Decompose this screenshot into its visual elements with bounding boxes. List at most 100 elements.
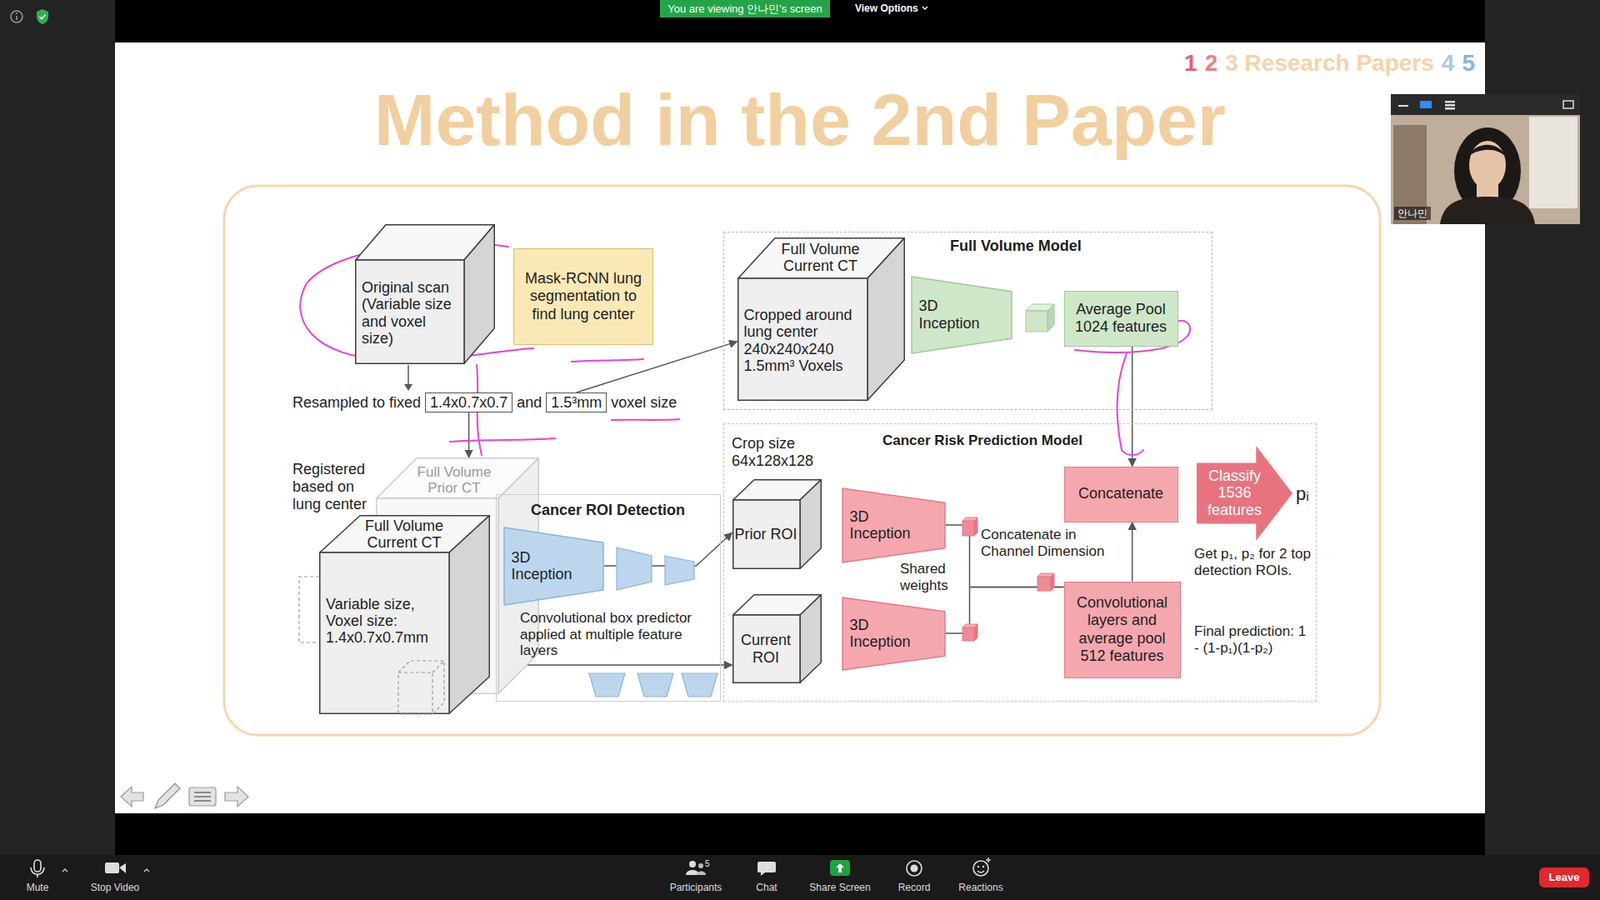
video-thumbnail <box>1390 94 1580 225</box>
toolbar-icons <box>119 863 126 874</box>
video-thumbnail <box>1390 94 1580 225</box>
model-group: Full Volume ModelFull Volume Current CTC… <box>723 231 1213 410</box>
node-label: 1.4x0.7x0.7 <box>430 394 508 411</box>
section-number: 2 <box>1205 50 1219 78</box>
label-anchor: 5 <box>705 859 710 870</box>
info-icon <box>10 10 23 23</box>
label-anchor: 안나민 <box>1394 206 1431 220</box>
node-label: Cancer Risk Prediction Model <box>882 432 1125 449</box>
cube-front <box>732 615 800 683</box>
process-box: Convolutional layers and average pool 51… <box>1064 581 1181 679</box>
roi-volume: Prior ROI <box>732 479 822 570</box>
share-banner: You are viewing 안나민's screen <box>660 0 830 18</box>
video-thumbnail <box>1563 100 1574 109</box>
cube-side <box>449 515 490 715</box>
annotation-text: Concatenate in Channel Dimension <box>980 526 1115 560</box>
label-anchor: voxel size <box>610 394 677 412</box>
trapezoid <box>504 527 604 605</box>
connector <box>576 341 738 393</box>
label-anchor: Chat <box>708 881 825 894</box>
label-anchor: Final prediction: 1 - (1-p₁)(1-p₂) <box>1194 623 1308 657</box>
network-block: 3D Inception <box>841 596 946 671</box>
crop-cube <box>432 660 445 673</box>
participant-count: 5 <box>705 859 710 870</box>
label-anchor: Registered based on lung center <box>292 460 371 514</box>
cube-side <box>800 479 821 569</box>
process-box: Mask-RCNN lung segmentation to find lung… <box>513 248 654 345</box>
toolbar-icons <box>906 860 922 876</box>
connector <box>1131 346 1134 467</box>
node-label: Concatenate <box>1078 485 1164 503</box>
label-anchor: Get p₁, p₂ for 2 top detection ROIs. <box>1194 545 1313 580</box>
toolbar-icons <box>830 860 850 876</box>
node-label: You are viewing 안나민's screen <box>667 2 823 15</box>
cube-front <box>737 278 867 400</box>
node-label: Prior ROI <box>735 525 798 543</box>
output-symbol: pᵢ <box>1295 483 1310 505</box>
label-anchor: Shared weights <box>900 560 955 595</box>
node-label: 3D Inception <box>511 549 583 583</box>
trapezoid <box>842 597 945 670</box>
text-area: 3D Inception <box>850 596 924 671</box>
feature-cube <box>1025 304 1055 332</box>
toolbar-icons <box>973 860 989 876</box>
video-thumbnail <box>1469 140 1506 190</box>
slide-nav-icons <box>194 795 211 798</box>
dropdown-chevron <box>922 6 928 10</box>
title-anchor: Method in the 2nd Paper <box>115 80 1485 161</box>
toolbar-icons <box>977 870 985 873</box>
toolbar-icons <box>689 860 696 868</box>
label-anchor: Convolutional box predictor applied at m… <box>520 610 719 660</box>
section-nav: 123 Research Papers45 <box>1184 50 1475 78</box>
toolbar-icons <box>835 863 845 873</box>
node-label: 3D Inception <box>850 616 924 650</box>
text-area: 3D Inception <box>850 487 924 564</box>
toolbar-icons <box>30 857 991 878</box>
participant-name: 안나민 <box>1394 206 1431 220</box>
label-anchor: View Options <box>855 2 919 15</box>
toolbar-icons <box>977 865 980 868</box>
annotation-text: Convolutional box predictor applied at m… <box>520 610 719 660</box>
cube-front <box>355 260 465 364</box>
slide-title: Method in the 2nd Paper <box>115 80 1485 161</box>
video-thumbnail <box>1469 145 1507 159</box>
toolbar-icons <box>105 862 120 874</box>
node-label: Variable size, Voxel size: 1.4x0.7x0.7mm <box>325 595 447 646</box>
video-thumbnail <box>1529 116 1578 209</box>
video-thumbnail <box>1420 100 1432 109</box>
toolbar-icons <box>30 867 45 875</box>
section-heading: 3 Research Papers <box>1225 50 1435 78</box>
node-label: Cancer ROI Detection <box>496 501 720 519</box>
detector-layers <box>681 673 718 697</box>
cube-front <box>320 552 450 714</box>
leave-button: Leave <box>1539 867 1590 888</box>
text-area: Full Volume Current CT <box>755 238 886 278</box>
node-label: Leave <box>1549 870 1580 884</box>
node-label: 1.5³mm <box>550 394 602 411</box>
crop-cube <box>398 660 445 715</box>
pen-annotation <box>450 438 555 442</box>
toolbar-label: Stop Video <box>56 881 174 894</box>
cube-front <box>732 500 800 569</box>
pipeline-note: voxel size <box>610 394 677 412</box>
registration-bracket <box>299 576 320 643</box>
toolbar-label: Chat <box>708 881 825 894</box>
dropdown-chevron <box>922 6 928 10</box>
process-box: Concatenate <box>1064 466 1179 523</box>
feature-box: Average Pool 1024 features <box>1064 290 1179 347</box>
cube-side <box>800 594 821 683</box>
text-area: 3D Inception <box>919 275 991 355</box>
text-area: Prior ROI <box>735 503 798 566</box>
toolbar-label: Reactions <box>922 881 1040 894</box>
slide-nav-icons <box>155 783 180 809</box>
text-area: Full Volume Current CT <box>339 515 470 553</box>
pen-annotation <box>611 419 680 420</box>
scan-volume: Full Volume Current CTCropped around lun… <box>737 237 905 401</box>
detector-layers <box>665 555 695 585</box>
toolbar-label: Participants <box>637 881 755 894</box>
video-thumbnail <box>1440 196 1535 225</box>
detector-layers <box>616 547 652 590</box>
flow-arrow <box>404 384 413 391</box>
label-anchor: Crop size 64x128x128 <box>731 435 857 470</box>
feature-cubes <box>974 624 978 641</box>
